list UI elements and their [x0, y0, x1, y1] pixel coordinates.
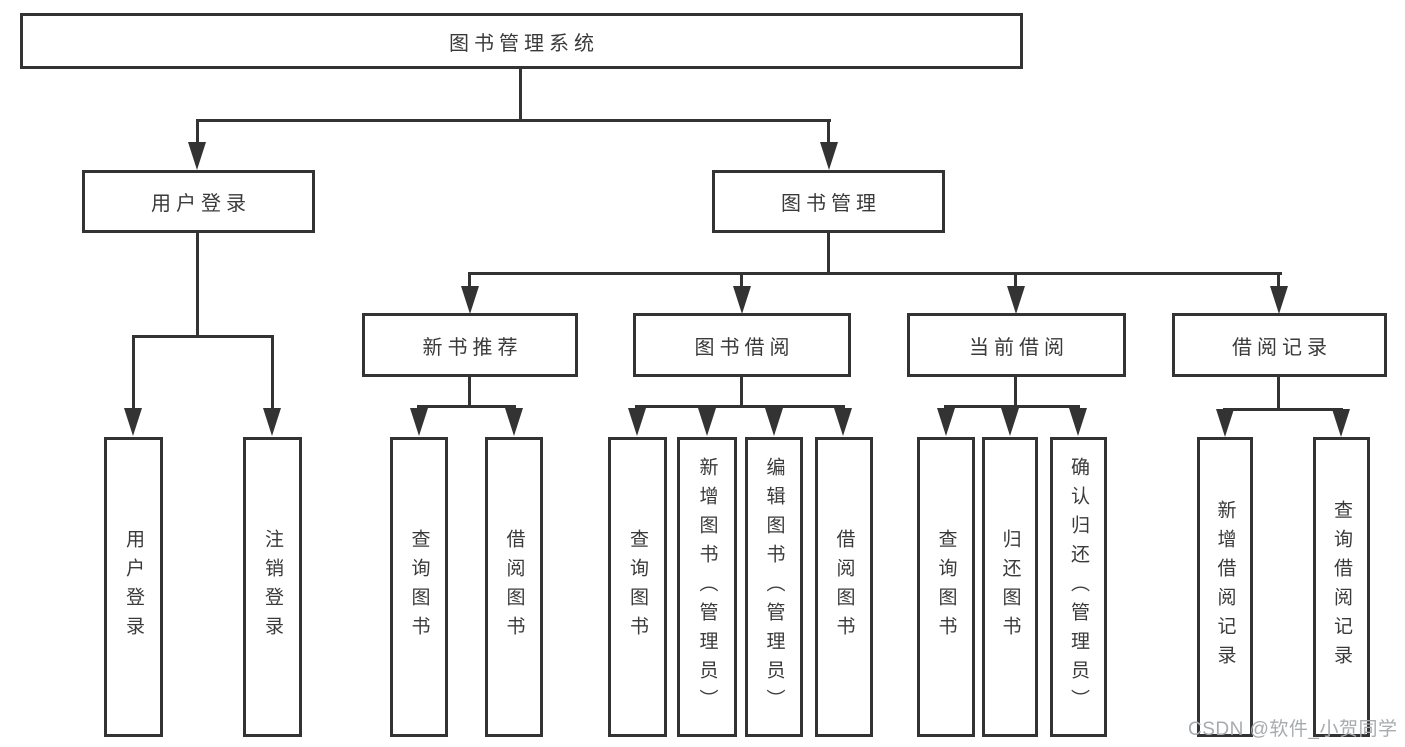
connector-current-borrowing-branch [944, 405, 1080, 408]
leaf-query-books-borrowing: 查询图书 [608, 437, 667, 737]
connector-root-stem [519, 69, 522, 122]
leaf-borrow-books-borrowing-label: 借阅图书 [833, 529, 855, 645]
leaf-add-borrow-record: 新增借阅记录 [1197, 437, 1253, 737]
leaf-add-borrow-record-label: 新增借阅记录 [1214, 500, 1236, 674]
arrow-to-leaf-logout [263, 408, 281, 436]
connector-drop-new-book [468, 272, 471, 288]
leaf-borrow-books-recommend-label: 借阅图书 [503, 529, 525, 645]
leaf-borrow-books-borrowing: 借阅图书 [815, 437, 873, 737]
leaf-query-books-borrowing-label: 查询图书 [627, 529, 648, 645]
leaf-query-books-recommend-label: 查询图书 [408, 529, 430, 645]
arrow-to-user-login [188, 142, 206, 170]
arrow-to-add-borrow-record [1216, 409, 1234, 437]
leaf-query-books-current-label: 查询图书 [935, 529, 957, 645]
leaf-add-books-admin-label: 新增图书（管理员） [696, 456, 718, 718]
leaf-confirm-return-admin-label: 确认归还（管理员） [1068, 456, 1089, 718]
connector-root-branch [196, 119, 831, 122]
connector-drop-current-borrowing [1014, 272, 1017, 288]
leaf-add-books-admin: 新增图书（管理员） [677, 437, 737, 737]
connector-user-login-drop-1 [132, 335, 135, 409]
arrow-to-query-books-3 [937, 408, 955, 436]
node-book-borrowing: 图书借阅 [633, 313, 851, 377]
connector-user-login-drop-2 [271, 335, 274, 409]
node-user-login: 用户登录 [82, 170, 315, 233]
connector-user-login-branch [132, 335, 274, 338]
connector-drop-borrowing-records [1277, 272, 1280, 288]
leaf-edit-books-admin-label: 编辑图书（管理员） [763, 456, 785, 718]
node-library-management-system: 图书管理系统 [20, 13, 1023, 69]
connector-current-borrowing-stem [1014, 377, 1017, 408]
connector-root-left-drop [196, 119, 199, 146]
node-book-management: 图书管理 [712, 170, 945, 233]
leaf-confirm-return-admin: 确认归还（管理员） [1050, 437, 1107, 737]
leaf-return-books: 归还图书 [982, 437, 1038, 737]
leaf-query-books-current: 查询图书 [917, 437, 975, 737]
node-current-borrowing: 当前借阅 [907, 313, 1126, 377]
leaf-query-borrow-record-label: 查询借阅记录 [1331, 500, 1352, 674]
node-new-book-recommendation: 新书推荐 [362, 313, 578, 377]
csdn-watermark: CSDN @软件_小贺同学 [1188, 719, 1398, 740]
leaf-borrow-books-recommend: 借阅图书 [485, 437, 543, 737]
connector-book-mgmt-branch [468, 272, 1282, 275]
arrow-to-confirm-return [1069, 408, 1087, 436]
leaf-user-login-label: 用户登录 [123, 529, 144, 645]
leaf-query-borrow-record: 查询借阅记录 [1313, 437, 1370, 737]
leaf-query-books-recommend: 查询图书 [390, 437, 448, 737]
leaf-logout-label: 注销登录 [262, 529, 283, 645]
arrow-to-query-books-1 [410, 408, 428, 436]
arrow-to-borrow-books-1 [505, 408, 523, 436]
arrow-to-return-books [1001, 408, 1019, 436]
arrow-to-borrow-books-2 [834, 408, 852, 436]
arrow-to-add-books [698, 408, 716, 436]
connector-book-borrowing-stem [740, 377, 743, 408]
connector-borrowing-records-branch [1223, 408, 1343, 411]
leaf-return-books-label: 归还图书 [999, 529, 1021, 645]
arrow-to-borrowing-records [1270, 286, 1288, 314]
arrow-to-leaf-user-login [124, 408, 142, 436]
leaf-user-login: 用户登录 [104, 437, 163, 737]
arrow-to-book-management [820, 142, 838, 170]
connector-borrowing-records-stem [1277, 377, 1280, 411]
connector-new-book-branch [417, 405, 516, 408]
node-borrowing-records: 借阅记录 [1172, 313, 1387, 377]
connector-new-book-stem [468, 377, 471, 408]
arrow-to-book-borrowing [733, 286, 751, 314]
connector-drop-book-borrowing [740, 272, 743, 288]
connector-book-borrowing-branch [635, 405, 845, 408]
arrow-to-current-borrowing [1007, 286, 1025, 314]
connector-book-mgmt-stem [827, 233, 830, 275]
arrow-to-edit-books [765, 408, 783, 436]
arrow-to-query-borrow-record [1332, 409, 1350, 437]
leaf-edit-books-admin: 编辑图书（管理员） [745, 437, 803, 737]
leaf-logout: 注销登录 [243, 437, 302, 737]
connector-root-right-drop [827, 119, 830, 146]
connector-user-login-stem [196, 233, 199, 338]
arrow-to-new-book-recommendation [461, 286, 479, 314]
arrow-to-query-books-2 [628, 408, 646, 436]
